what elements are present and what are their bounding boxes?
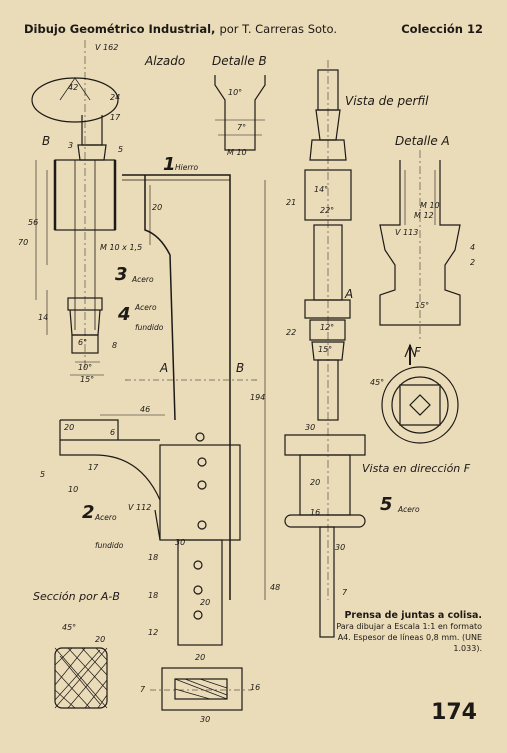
collection-label: Colección 12: [401, 22, 483, 36]
dim-30-a: 30: [175, 538, 185, 547]
part-2-material: Acero: [94, 513, 117, 522]
dim-15deg-p: 15°: [318, 345, 332, 354]
letter-a-2: A: [344, 287, 353, 301]
part-1-material: Hierro: [175, 163, 199, 172]
part-4-material: Acero: [134, 303, 157, 312]
dim-20-c: 20: [310, 478, 320, 487]
dim-45deg: 45°: [370, 378, 384, 387]
part-2-material-2: fundido: [95, 541, 124, 550]
dim-46: 46: [140, 405, 150, 414]
dim-17-p2: 17: [88, 463, 99, 472]
dim-30-s: 30: [200, 715, 210, 724]
author: por T. Carreras Soto.: [219, 22, 338, 36]
dim-m10-b: M 10: [227, 148, 247, 157]
dim-20-p2: 20: [64, 423, 74, 432]
dim-7-s: 7: [140, 685, 146, 694]
dim-7: 7: [342, 588, 348, 597]
dim-12-a: 12: [148, 628, 158, 637]
dim-30-c: 30: [305, 423, 315, 432]
caption-title: Prensa de juntas a colisa.: [344, 610, 482, 621]
dim-22deg: 22°: [320, 206, 334, 215]
dim-194: 194: [250, 393, 265, 402]
dim-m12: M 12: [414, 211, 434, 220]
dim-24: 24: [110, 93, 120, 102]
dim-7deg: 7°: [237, 123, 246, 132]
dim-8: 8: [112, 341, 117, 350]
page-number: 174: [431, 700, 477, 725]
sheet-title: Dibujo Geométrico Industrial, por T. Car…: [24, 22, 338, 36]
dim-20-s: 20: [95, 635, 105, 644]
dim-17: 17: [110, 113, 121, 122]
part-5-material: Acero: [397, 505, 420, 514]
dim-30-b: 30: [335, 543, 345, 552]
view-label-detalle-b: Detalle B: [212, 54, 267, 68]
dim-42: 42: [68, 83, 78, 92]
dim-20-a: 20: [152, 203, 162, 212]
dim-6deg: 6°: [78, 338, 87, 347]
section-a-b: [54, 647, 108, 709]
letter-b-1: B: [42, 134, 50, 148]
view-label-seccion: Sección por A-B: [33, 590, 120, 603]
dim-18-b: 18: [148, 591, 158, 600]
dim-16: 16: [310, 508, 320, 517]
letter-f: F: [414, 345, 422, 359]
dim-10deg: 10°: [78, 363, 92, 372]
dim-3: 3: [68, 141, 73, 150]
dim-18-a: 18: [148, 553, 158, 562]
dim-10deg-b: 10°: [228, 88, 242, 97]
part-5-number: 5: [380, 494, 393, 515]
part-4-number: 4: [117, 304, 131, 325]
dim-12deg: 12°: [320, 323, 334, 332]
part-3-material: Acero: [131, 275, 154, 284]
caption-text: Para dibujar a Escala 1:1 en formato A4.…: [336, 622, 482, 653]
dim-m10-a: M 10: [420, 201, 440, 210]
caption: Prensa de juntas a colisa. Para dibujar …: [330, 610, 482, 654]
dim-14deg: 14°: [314, 185, 328, 194]
part-3-number: 3: [115, 264, 128, 285]
view-label-vista-f: Vista en dirección F: [362, 462, 471, 475]
dim-2: 2: [470, 258, 475, 267]
dim-22: 22: [286, 328, 296, 337]
dim-56: 56: [28, 218, 38, 227]
part-4-material-2: fundido: [135, 323, 164, 332]
dim-45deg-s: 45°: [62, 623, 76, 632]
dim-15deg-a: 15°: [415, 301, 429, 310]
view-f-outer: [381, 366, 459, 444]
view-label-perfil: Vista de perfil: [345, 94, 429, 108]
dim-15deg: 15°: [80, 375, 94, 384]
dim-10-p2: 10: [68, 485, 78, 494]
part-2-number: 2: [82, 502, 95, 523]
letter-a-1: A: [159, 361, 168, 375]
dim-4: 4: [470, 243, 475, 252]
view-label-detalle-a: Detalle A: [395, 134, 450, 148]
letter-b-2: B: [236, 361, 244, 375]
dim-21: 21: [286, 198, 296, 207]
dim-20-s2: 20: [195, 653, 205, 662]
dim-5-p2: 5: [40, 470, 45, 479]
dim-14: 14: [38, 313, 48, 322]
dim-5: 5: [118, 145, 123, 154]
dim-v162: V 162: [95, 43, 118, 52]
dim-m10x15: M 10 x 1,5: [100, 243, 142, 252]
dim-48: 48: [270, 583, 280, 592]
dim-20-b: 20: [200, 598, 210, 607]
dim-6: 6: [110, 428, 115, 437]
dim-v112: V 112: [128, 503, 151, 512]
dim-70: 70: [18, 238, 28, 247]
part-1-number: 1: [163, 154, 176, 175]
dim-16-s: 16: [250, 683, 260, 692]
dim-v113: V 113: [395, 228, 418, 237]
view-label-alzado: Alzado: [144, 54, 185, 68]
